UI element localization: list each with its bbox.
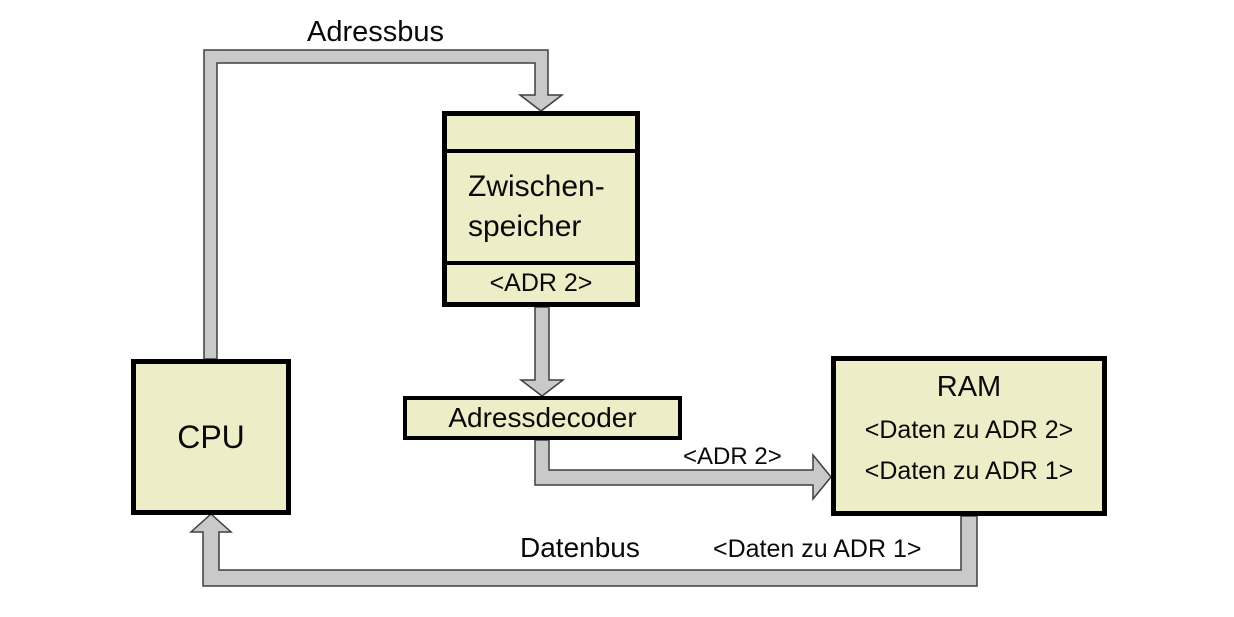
adressbus-label: Adressbus [307,16,445,48]
ram-node: RAM <Daten zu ADR 2> <Daten zu ADR 1> [831,356,1107,516]
datenbus-label: Datenbus [520,532,640,563]
buffer-value-slot: <ADR 2> [447,261,635,302]
buffer-label-line1: Zwischen- [468,170,605,203]
buffer-label: Zwischen- speicher [447,153,635,261]
buffer-label-line2: speicher [468,210,582,243]
ram-data-line-2: <Daten zu ADR 1> [864,457,1074,485]
buffer-empty-slot [447,116,635,153]
databus-line [189,512,978,587]
ram-title: RAM [936,371,1002,403]
buffer-value: <ADR 2> [489,269,593,297]
cpu-label: CPU [177,418,245,455]
buffer-to-decoder-arrow [518,306,566,397]
decoder-label: Adressdecoder [448,402,637,433]
adressbus-line [203,49,565,360]
decoder-to-ram-arrow [534,439,832,502]
decoder-node: Adressdecoder [403,396,682,440]
buffer-node: Zwischen- speicher <ADR 2> [442,111,640,307]
cpu-node: CPU [131,359,291,515]
adr2-bus-payload-label: <ADR 2> [683,443,782,470]
datenbus-payload-label: <Daten zu ADR 1> [713,535,922,563]
ram-data-line-1: <Daten zu ADR 2> [864,416,1074,444]
